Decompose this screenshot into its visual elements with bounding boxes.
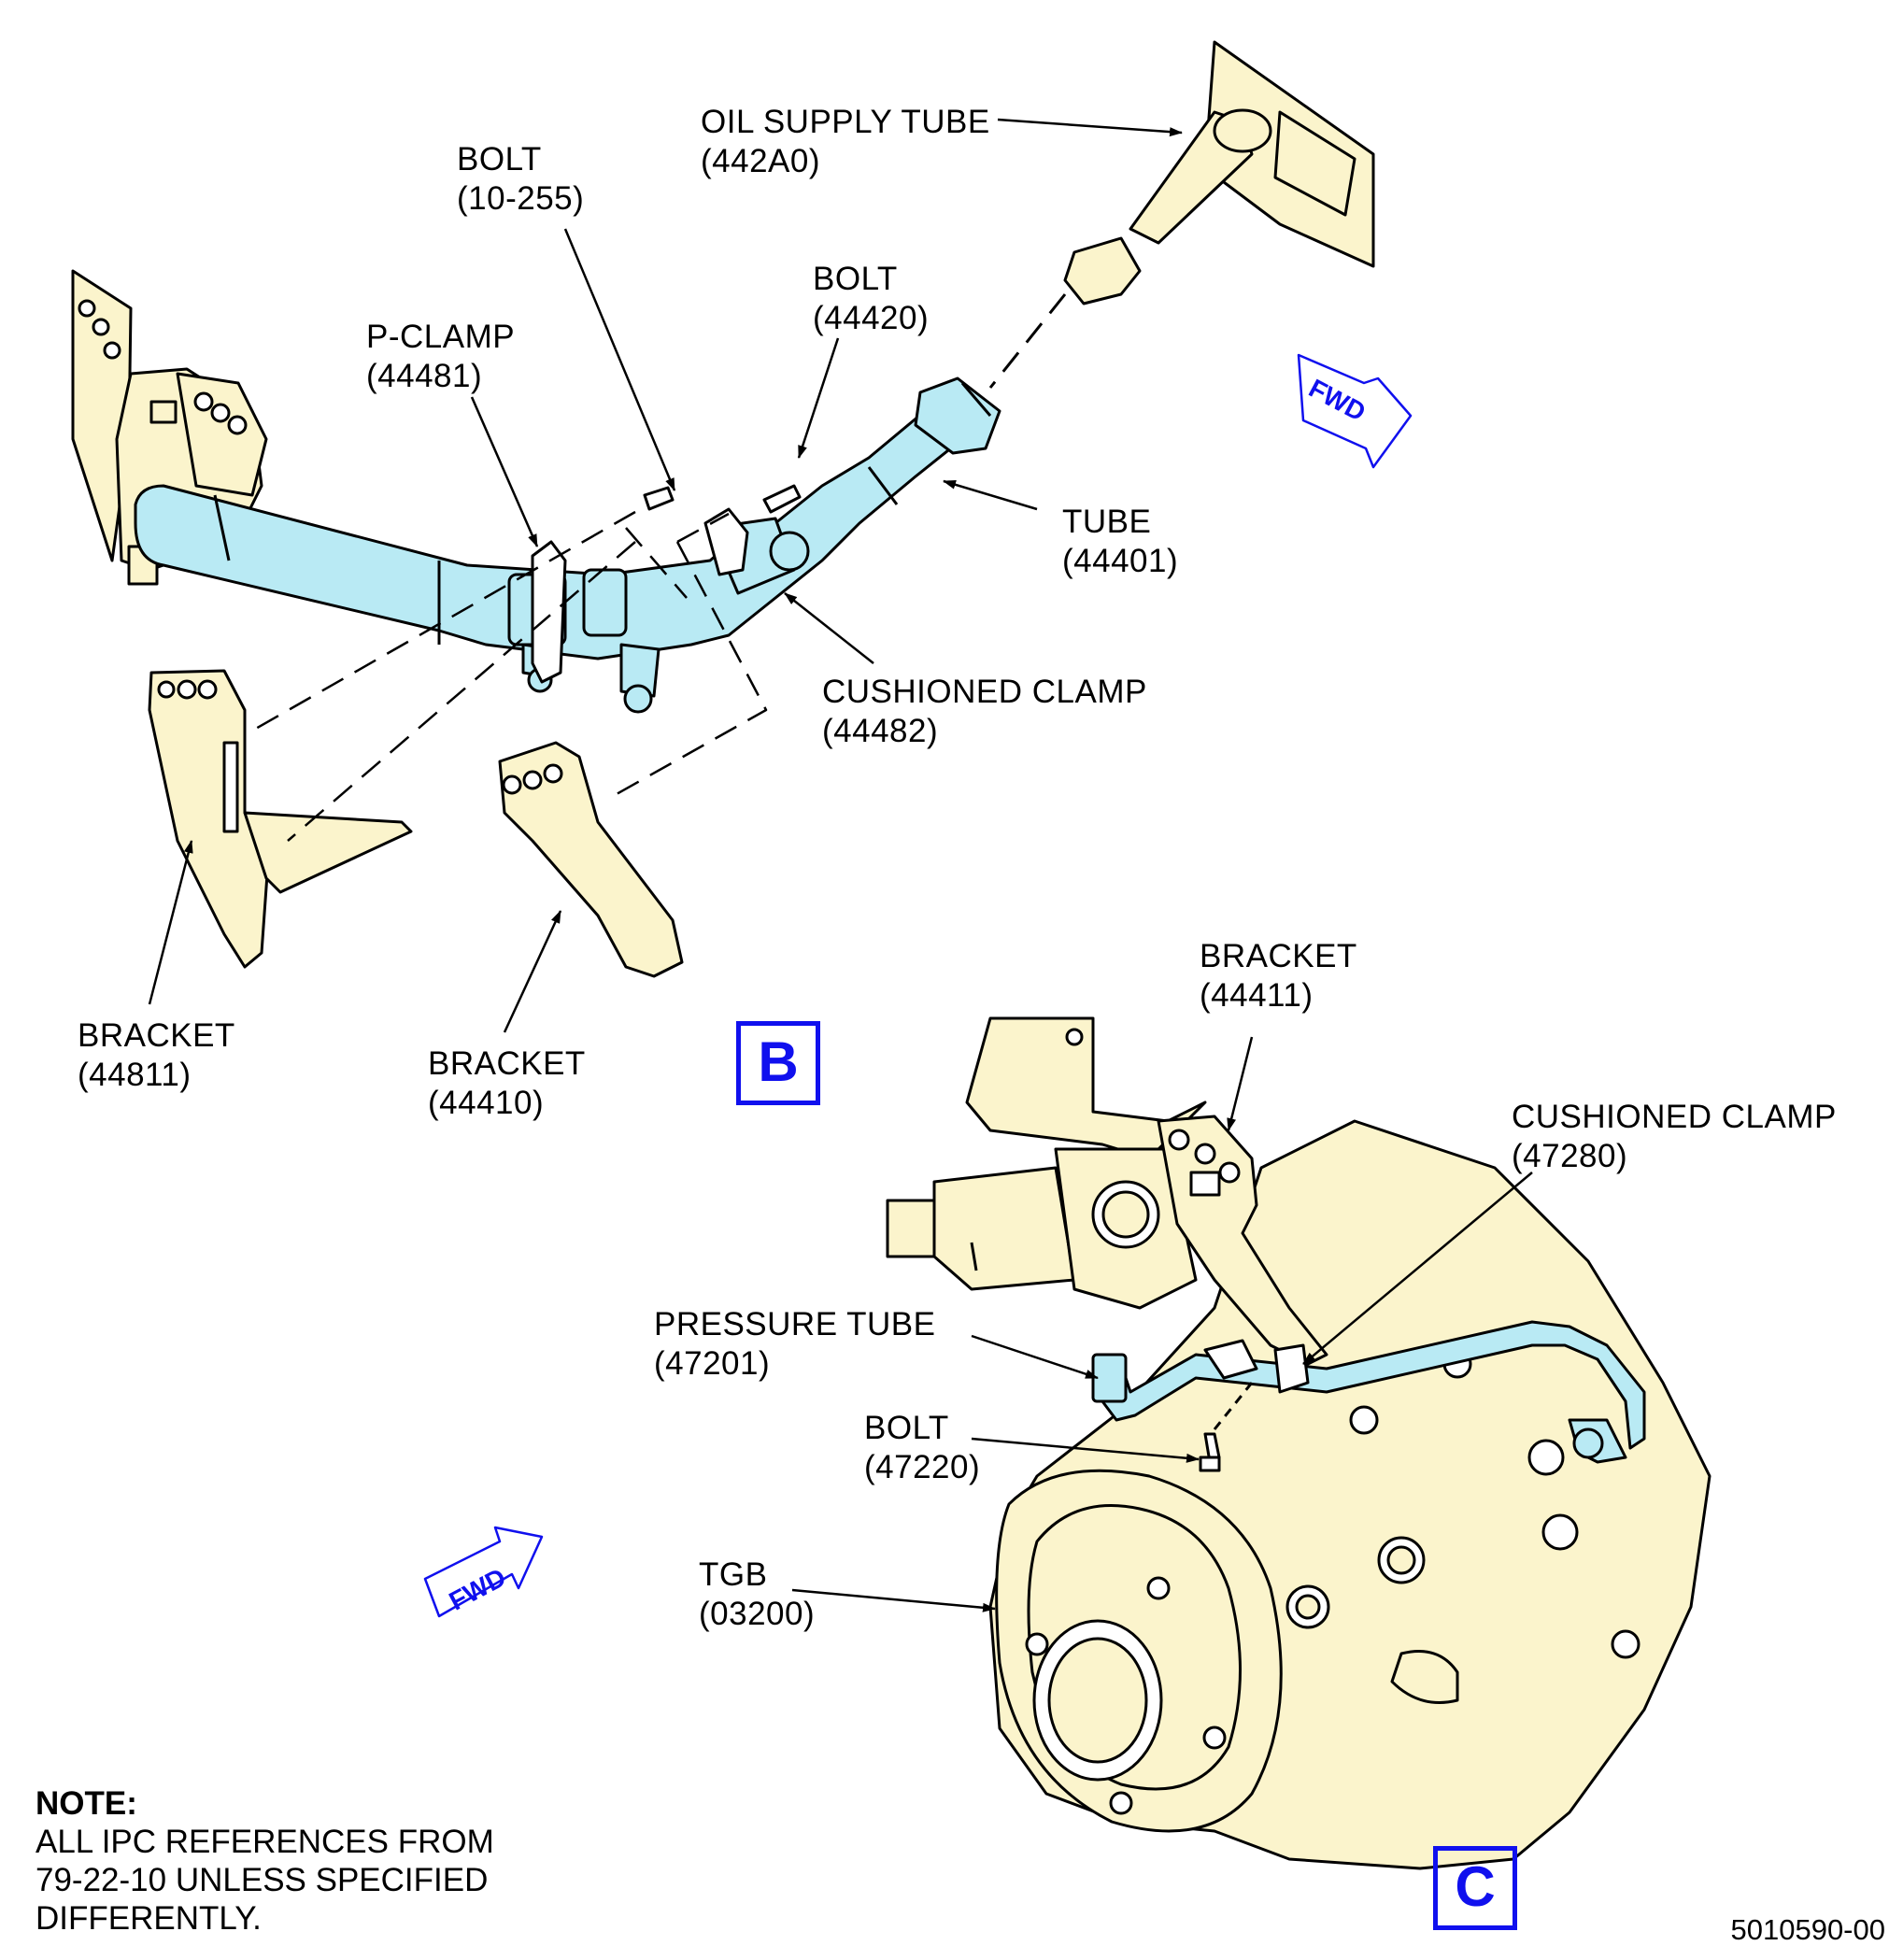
- callout-part-number: (10-255): [457, 180, 585, 217]
- oil-supply-tube-442A0: [988, 40, 1375, 389]
- callout-cushioned-clamp-47280: CUSHIONED CLAMP (47280): [1512, 1098, 1837, 1176]
- view-b-drawing: [71, 40, 1375, 978]
- bolt-47220: [1199, 1382, 1254, 1472]
- callout-name: BOLT: [457, 141, 542, 178]
- bracket-44410: [498, 741, 684, 978]
- callout-p-clamp: P-CLAMP (44481): [366, 318, 515, 396]
- callout-pressure-tube: PRESSURE TUBE (47201): [654, 1305, 936, 1384]
- callout-part-number: (442A0): [701, 143, 821, 179]
- cushioned-clamp-44482: [703, 507, 749, 576]
- callout-oil-supply-tube: OIL SUPPLY TUBE (442A0): [701, 103, 990, 181]
- fwd-arrow-view-b: FWD: [1297, 353, 1413, 469]
- callout-cushioned-clamp-44482: CUSHIONED CLAMP (44482): [822, 673, 1147, 751]
- callout-bracket-44410: BRACKET (44410): [428, 1044, 586, 1123]
- figure-id: 5010590-00: [1730, 1913, 1886, 1946]
- callout-name: TGB: [699, 1556, 768, 1593]
- callout-part-number: (44481): [366, 358, 483, 394]
- tgb-03200-body: [988, 1119, 1711, 1870]
- callout-bracket-44411: BRACKET (44411): [1200, 937, 1357, 1016]
- callout-name: CUSHIONED CLAMP: [1512, 1099, 1837, 1135]
- pressure-tube-47201: [1091, 1320, 1646, 1464]
- note-block: NOTE: ALL IPC REFERENCES FROM 79-22-10 U…: [36, 1784, 494, 1938]
- callout-tgb: TGB (03200): [699, 1555, 815, 1634]
- callout-name: TUBE: [1062, 504, 1152, 540]
- callout-name: BOLT: [813, 261, 898, 297]
- callout-name: BRACKET: [1200, 938, 1357, 974]
- note-title: NOTE:: [36, 1785, 137, 1822]
- callout-name: BRACKET: [428, 1045, 586, 1082]
- bracket-44411: [1157, 1115, 1328, 1366]
- callout-name: CUSHIONED CLAMP: [822, 674, 1147, 710]
- callout-bolt-44420: BOLT (44420): [813, 260, 929, 338]
- callout-name: OIL SUPPLY TUBE: [701, 104, 990, 140]
- callout-bracket-44811: BRACKET (44811): [78, 1016, 235, 1095]
- callout-name: P-CLAMP: [366, 319, 516, 355]
- view-letter-b: B: [736, 1021, 820, 1105]
- note-line: DIFFERENTLY.: [36, 1900, 262, 1937]
- callout-name: BRACKET: [78, 1017, 235, 1054]
- callout-part-number: (44811): [78, 1057, 192, 1093]
- callout-bolt-10-255: BOLT (10-255): [457, 140, 584, 219]
- assembly-lines-view-b: [247, 510, 768, 842]
- callout-part-number: (44401): [1062, 543, 1179, 579]
- view-c-drawing: [886, 1016, 1711, 1870]
- p-clamp-44481: [531, 540, 567, 684]
- view-letter-c: C: [1433, 1846, 1517, 1930]
- callout-part-number: (44411): [1200, 977, 1314, 1014]
- callout-bolt-47220: BOLT (47220): [864, 1409, 980, 1487]
- note-line: ALL IPC REFERENCES FROM: [36, 1824, 494, 1860]
- callout-part-number: (44420): [813, 300, 930, 336]
- callout-part-number: (47201): [654, 1345, 771, 1382]
- fwd-arrow-view-c: FWD: [423, 1526, 544, 1618]
- callout-name: BOLT: [864, 1410, 949, 1446]
- callout-part-number: (44410): [428, 1085, 545, 1121]
- callout-tube: TUBE (44401): [1062, 503, 1178, 581]
- bracket-44811: [148, 669, 413, 969]
- note-line: 79-22-10 UNLESS SPECIFIED: [36, 1862, 489, 1898]
- bolts-view-b: [643, 484, 802, 514]
- callout-part-number: (03200): [699, 1596, 816, 1632]
- callout-name: PRESSURE TUBE: [654, 1306, 936, 1342]
- valve-body: [886, 1147, 1198, 1310]
- callout-part-number: (47280): [1512, 1138, 1628, 1174]
- leader-lines: [148, 118, 1533, 1612]
- callout-part-number: (44482): [822, 713, 939, 749]
- callout-part-number: (47220): [864, 1449, 981, 1485]
- tube-44401: [134, 376, 1001, 660]
